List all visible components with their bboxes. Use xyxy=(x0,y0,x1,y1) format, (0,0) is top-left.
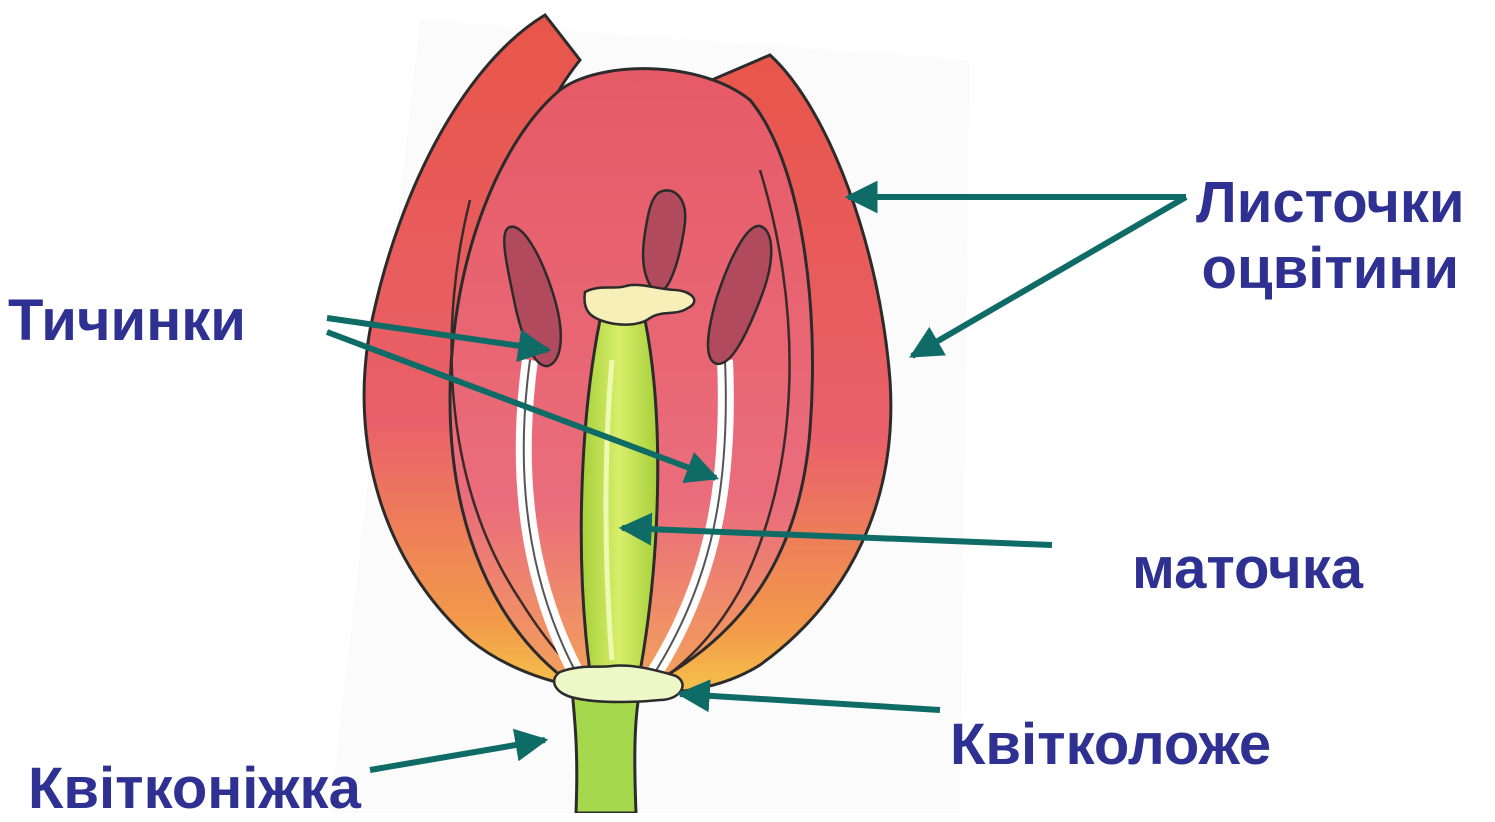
label-receptacle: Квітколоже xyxy=(950,712,1271,778)
pedicel-shape xyxy=(572,690,640,813)
label-stamens: Тичинки xyxy=(8,288,246,354)
pistil-shape xyxy=(581,320,657,672)
label-pistil: маточка xyxy=(1132,536,1363,602)
label-tepals: Листочки оцвітини xyxy=(1196,170,1465,302)
label-tepals-line1: Листочки xyxy=(1196,170,1465,236)
label-tepals-line2: оцвітини xyxy=(1196,236,1465,302)
label-pedicel: Квітконіжка xyxy=(28,756,361,822)
